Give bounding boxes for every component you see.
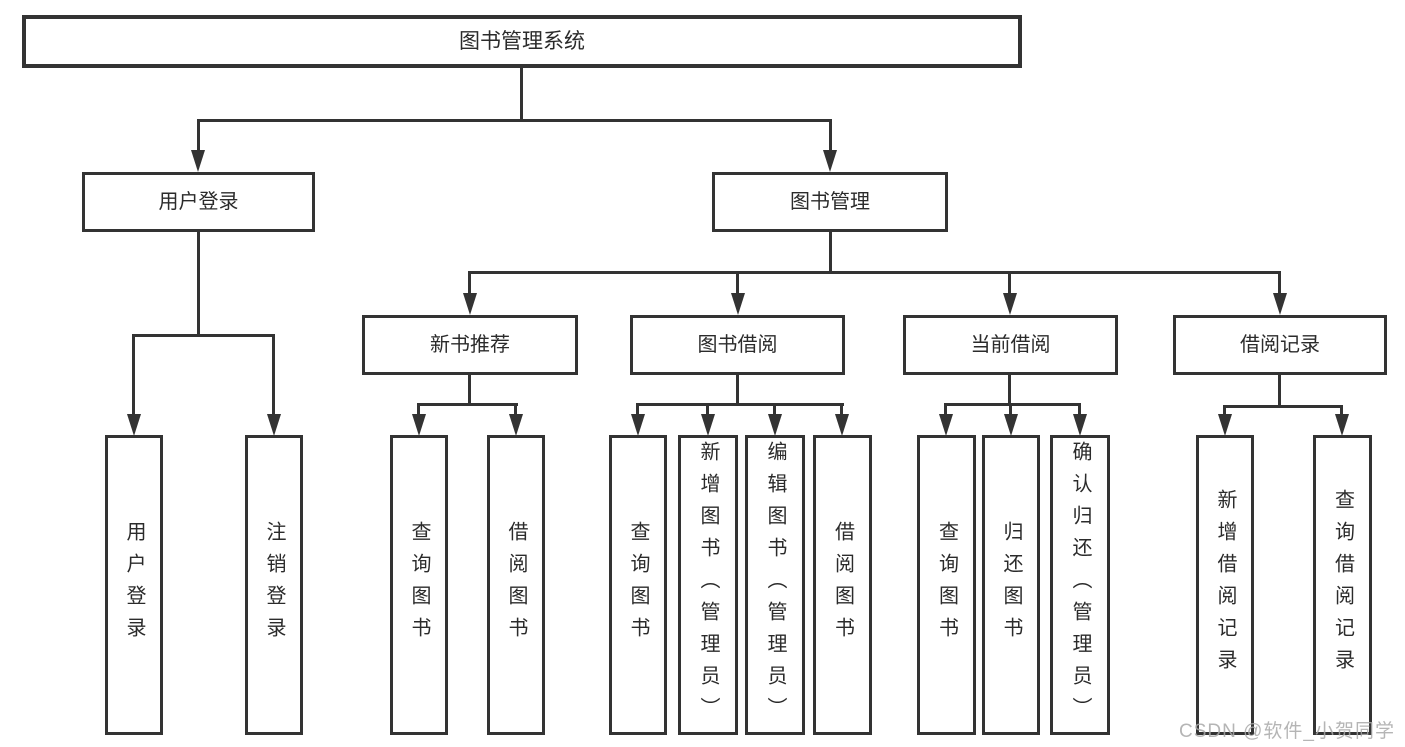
arrowhead-icon: [1003, 293, 1017, 315]
node-new-book-recommend: 新书推荐: [362, 315, 578, 375]
arrowhead-icon: [823, 150, 837, 172]
connector-line: [840, 403, 843, 415]
arrowhead-icon: [127, 414, 141, 436]
connector-line: [1078, 403, 1081, 415]
connector-line: [636, 403, 639, 415]
arrowhead-icon: [412, 414, 426, 436]
node-book-management: 图书管理: [712, 172, 948, 232]
connector-line: [944, 403, 1081, 406]
connector-line: [417, 403, 420, 415]
leaf-query-book-3: 查询图书: [917, 435, 976, 735]
connector-line: [736, 375, 739, 406]
arrowhead-icon: [631, 414, 645, 436]
connector-line: [1223, 405, 1343, 408]
connector-line: [1008, 271, 1011, 296]
leaf-add-book-admin: 新增图书（管理员）: [678, 435, 738, 735]
node-borrow-records: 借阅记录: [1173, 315, 1387, 375]
connector-line: [468, 271, 471, 296]
leaf-logout: 注销登录: [245, 435, 303, 735]
leaf-return-book: 归还图书: [982, 435, 1040, 735]
connector-line: [272, 334, 275, 416]
arrowhead-icon: [701, 414, 715, 436]
connector-line: [197, 232, 200, 336]
leaf-confirm-return-admin: 确认归还（管理员）: [1050, 435, 1110, 735]
arrowhead-icon: [939, 414, 953, 436]
arrowhead-icon: [1335, 414, 1349, 436]
connector-line: [773, 403, 776, 415]
node-book-borrow: 图书借阅: [630, 315, 845, 375]
arrowhead-icon: [1218, 414, 1232, 436]
connector-line: [132, 334, 135, 416]
connector-line: [829, 119, 832, 152]
csdn-watermark: CSDN @软件_小贺同学: [1179, 721, 1395, 742]
connector-line: [944, 403, 947, 415]
leaf-borrow-book-2: 借阅图书: [813, 435, 872, 735]
leaf-query-book-1: 查询图书: [390, 435, 448, 735]
arrowhead-icon: [1004, 414, 1018, 436]
connector-line: [1008, 375, 1011, 406]
arrowhead-icon: [267, 414, 281, 436]
connector-line: [1278, 375, 1281, 408]
connector-line: [829, 232, 832, 274]
arrowhead-icon: [1073, 414, 1087, 436]
leaf-user-login: 用户登录: [105, 435, 163, 735]
leaf-borrow-book-1: 借阅图书: [487, 435, 545, 735]
connector-line: [514, 403, 517, 415]
node-current-borrow: 当前借阅: [903, 315, 1118, 375]
arrowhead-icon: [1273, 293, 1287, 315]
connector-line: [1223, 405, 1226, 415]
arrowhead-icon: [731, 293, 745, 315]
connector-line: [468, 375, 471, 406]
arrowhead-icon: [509, 414, 523, 436]
leaf-query-borrow-record: 查询借阅记录: [1313, 435, 1372, 735]
connector-line: [132, 334, 275, 337]
arrowhead-icon: [768, 414, 782, 436]
connector-line: [417, 403, 518, 406]
arrowhead-icon: [191, 150, 205, 172]
connector-line: [520, 68, 523, 120]
node-library-management-system: 图书管理系统: [22, 15, 1022, 68]
connector-line: [197, 119, 200, 152]
leaf-query-book-2: 查询图书: [609, 435, 667, 735]
arrowhead-icon: [463, 293, 477, 315]
leaf-edit-book-admin: 编辑图书（管理员）: [745, 435, 805, 735]
connector-line: [706, 403, 709, 415]
connector-line: [197, 119, 832, 122]
node-user-login: 用户登录: [82, 172, 315, 232]
leaf-add-borrow-record: 新增借阅记录: [1196, 435, 1254, 735]
connector-line: [736, 271, 739, 296]
connector-line: [1340, 405, 1343, 415]
connector-line: [468, 271, 1281, 274]
arrowhead-icon: [835, 414, 849, 436]
connector-line: [1278, 271, 1281, 296]
connector-line: [636, 403, 844, 406]
connector-line: [1009, 403, 1012, 415]
